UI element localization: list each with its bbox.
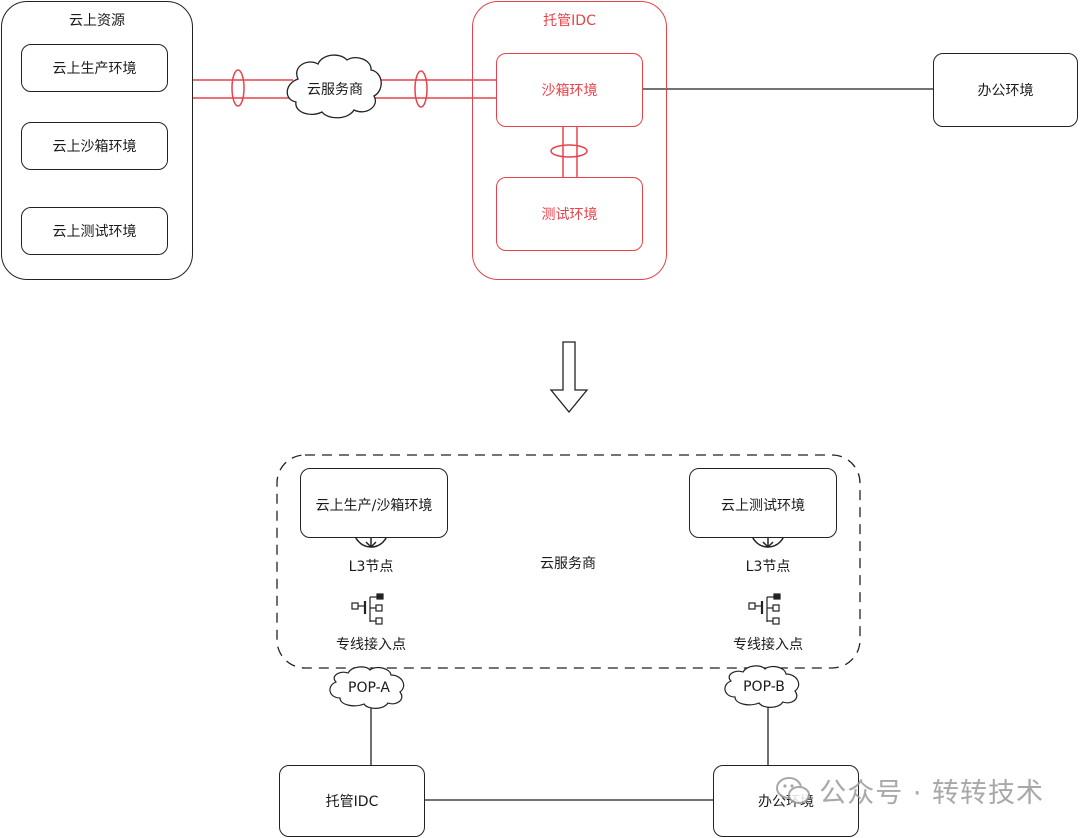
cloud-provider-top-label: 云服务商: [307, 82, 363, 98]
test-env-label: 测试环境: [541, 207, 598, 223]
cloud-prod-env-label: 云上生产环境: [52, 61, 137, 77]
cloud-test-env: 云上测试环境: [21, 207, 168, 255]
down-arrow-icon: [549, 341, 589, 414]
watermark-text: 公众号 · 转转技术: [819, 778, 1044, 809]
cloud-shape-top: [286, 54, 382, 119]
cloud-test-env-label: 云上测试环境: [52, 224, 137, 240]
hosted-idc-bottom-label: 托管IDC: [325, 794, 379, 810]
sandbox-env-label: 沙箱环境: [541, 83, 598, 99]
access-point-icon-right: [748, 593, 781, 625]
test-env: 测试环境: [496, 177, 643, 251]
pop-a-cloud-shape: [329, 666, 405, 709]
access-point-icon-left: [351, 593, 384, 625]
hosted-idc-group: 托管IDC: [472, 1, 667, 280]
right-cloud-env: 云上测试环境: [689, 468, 837, 538]
cloud-sandbox-env: 云上沙箱环境: [21, 122, 168, 170]
l3-node-left-label: L3节点: [348, 559, 394, 575]
office-env-top: 办公环境: [933, 53, 1078, 127]
pop-b-label: POP-B: [743, 679, 785, 695]
left-cloud-env: 云上生产/沙箱环境: [300, 468, 448, 538]
cloud-prod-env: 云上生产环境: [21, 44, 168, 92]
wechat-icon: [776, 776, 811, 804]
access-point-right-label: 专线接入点: [733, 637, 803, 653]
link-provider-to-sandbox: [375, 70, 496, 108]
link-cloud-resources-to-provider: [193, 69, 293, 107]
sandbox-env: 沙箱环境: [496, 53, 643, 127]
cloud-provider-bottom-label: 云服务商: [540, 556, 596, 572]
watermark: 公众号 · 转转技术: [775, 771, 1044, 810]
hosted-idc-bottom: 托管IDC: [279, 765, 425, 837]
cloud-resources-group: 云上资源: [1, 1, 193, 280]
office-env-top-label: 办公环境: [977, 83, 1034, 99]
left-cloud-env-label: 云上生产/沙箱环境: [315, 498, 433, 514]
access-point-left-label: 专线接入点: [336, 637, 406, 653]
cloud-sandbox-env-label: 云上沙箱环境: [52, 139, 137, 155]
hosted-idc-title: 托管IDC: [543, 13, 596, 29]
pop-b-cloud-shape: [724, 665, 800, 708]
right-cloud-env-label: 云上测试环境: [721, 498, 805, 514]
pop-a-label: POP-A: [348, 680, 390, 696]
link-sandbox-to-test: [550, 127, 588, 177]
cloud-resources-title: 云上资源: [69, 13, 125, 29]
l3-node-right-label: L3节点: [745, 559, 791, 575]
provider-dashed-region: [276, 454, 861, 669]
